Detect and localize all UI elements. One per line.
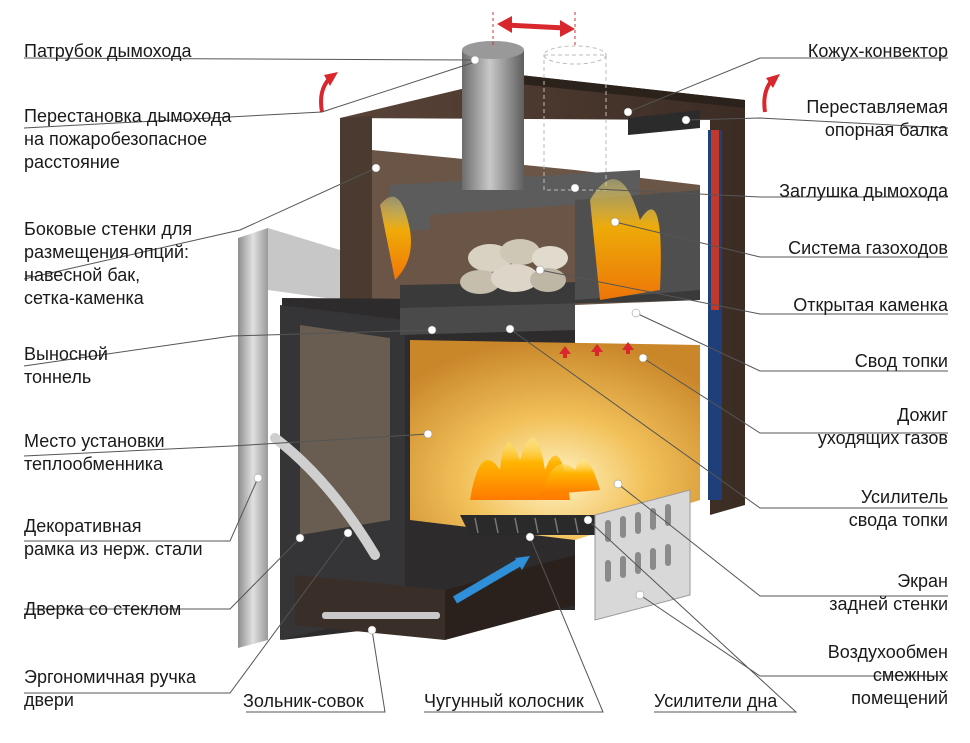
label-side-walls: Боковые стенки для размещения опций: нав… [24,219,193,308]
label-chimney-relocation: Перестановка дымохода на пожаробезопасно… [24,106,232,172]
chimney-shift-arrow [497,16,575,37]
label-cast-iron-grate: Чугунный колосник [424,691,584,711]
chimney-top [462,41,524,59]
air-inlet-arrow [452,558,523,604]
label-convector-shell: Кожух-конвектор [807,41,948,61]
stones [460,239,568,294]
label-bottom-reinforcement: Усилители дна [654,691,778,711]
stainless-frame-top [268,228,340,300]
firebox-vault [400,300,575,335]
leader-dots [253,55,691,635]
label-back-screen: Экран задней стенки [829,571,948,614]
label-chimney-pipe: Патрубок дымохода [24,41,192,61]
door-handle [270,433,380,560]
label-door-handle: Эргономичная ручка двери [24,667,197,710]
stainless-frame [238,228,268,648]
ash-pan [295,575,445,640]
label-glass-door: Дверка со стеклом [24,599,182,619]
label-open-kamenka: Открытая каменка [793,295,948,315]
ash-pan-handle [322,612,440,619]
support-beam [628,110,700,135]
hot-air-arrows [319,72,780,358]
label-stainless-frame: Декоративная рамка из нерж. стали [24,516,203,559]
label-ash-pan: Зольник-совок [243,691,364,711]
label-gas-ducts: Система газоходов [788,238,948,258]
label-air-exchange: Воздухообмен смежных помещений [827,642,948,708]
label-support-beam: Переставляемая опорная балка [806,97,948,140]
label-chimney-plug: Заглушка дымохода [779,181,948,201]
chimney-pipe [462,50,524,190]
label-firebox-vault: Свод топки [854,351,948,371]
leader-lines [23,57,949,713]
label-heat-exchanger: Место установки теплообменника [24,431,165,474]
label-vault-reinforcement: Усилитель свода топки [848,487,948,530]
convector-shell-side [340,116,372,305]
label-afterburn: Дожиг уходящих газов [817,405,948,448]
label-tunnel: Выносной тоннель [24,344,108,387]
shell-top-ridge [520,75,745,108]
flames [380,179,661,500]
